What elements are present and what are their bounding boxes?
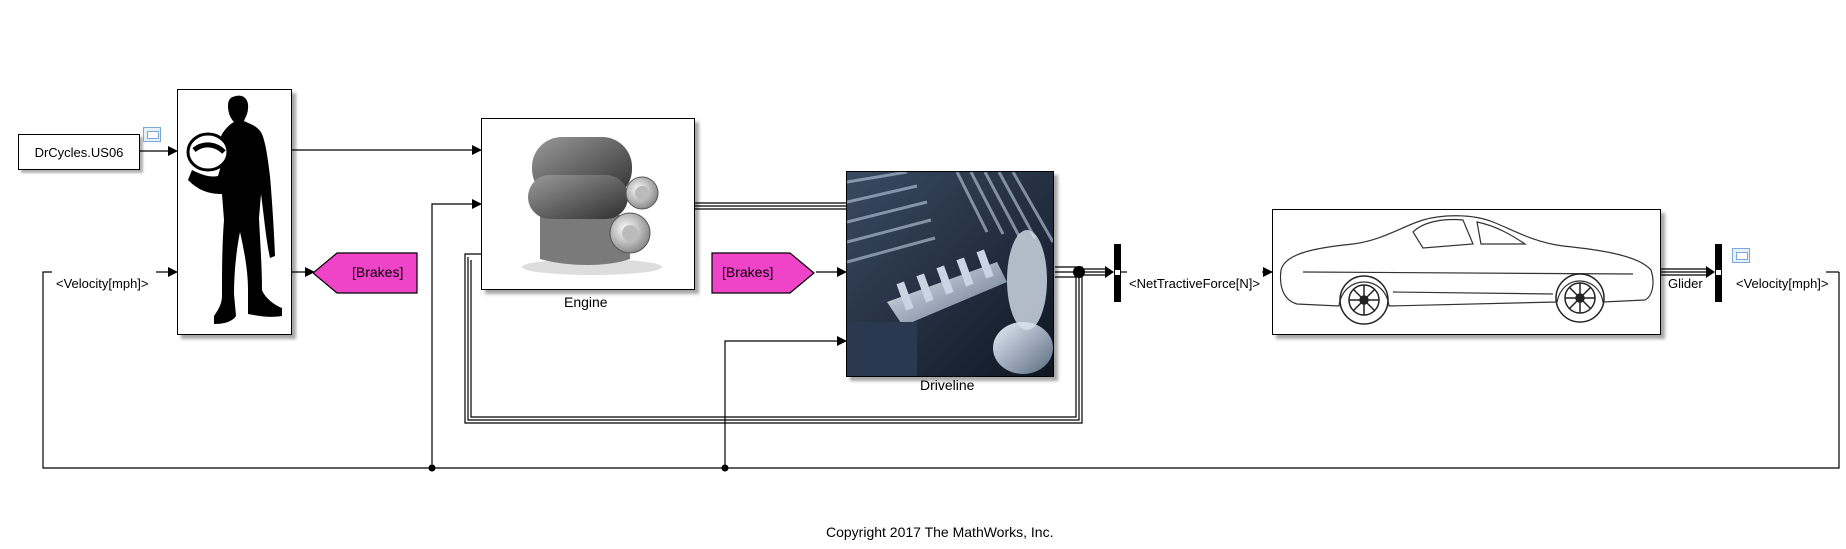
car-outline-icon [1279, 215, 1654, 325]
brakes-from-label: [Brakes] [722, 264, 774, 280]
branch-point [721, 464, 729, 472]
copyright-text: Copyright 2017 The MathWorks, Inc. [826, 524, 1054, 540]
wire-velocity-to-driveline[interactable] [724, 336, 847, 468]
driveline-block[interactable] [846, 170, 1055, 377]
glider-block[interactable] [1272, 209, 1661, 335]
bus-glider-to-output[interactable] [1661, 268, 1706, 276]
brakes-from-tag[interactable] [710, 251, 816, 295]
driver-silhouette-icon [186, 95, 282, 325]
driver-block[interactable] [177, 89, 292, 335]
wire-velocity-to-engine[interactable] [431, 199, 482, 468]
scope-icon[interactable] [143, 127, 161, 142]
branch-point [428, 464, 436, 472]
bus-selector-output[interactable] [1715, 244, 1722, 302]
driveline-label: Driveline [920, 377, 975, 393]
brakes-goto-tag[interactable] [313, 251, 419, 295]
glider-label: Glider [1668, 276, 1703, 291]
wire-velocity-loop[interactable] [42, 271, 1840, 469]
gears-icon [846, 170, 1055, 376]
brakes-goto-label: [Brakes] [352, 264, 404, 280]
velocity-output-label: <Velocity[mph]> [1736, 276, 1829, 291]
drive-cycle-block[interactable]: DrCycles.US06 [18, 134, 140, 170]
velocity-input-label: <Velocity[mph]> [56, 276, 149, 291]
bus-driveline-to-tractive[interactable] [1079, 268, 1105, 276]
bus-engine-to-driveline[interactable] [694, 202, 846, 210]
scope-icon[interactable] [1732, 248, 1750, 263]
bus-selector[interactable] [1114, 244, 1121, 302]
engine-label: Engine [564, 294, 608, 310]
tractive-force-label: <NetTractiveForce[N]> [1129, 276, 1261, 291]
bus-driveline-feedback[interactable] [464, 253, 1083, 424]
drive-cycle-label: DrCycles.US06 [34, 144, 124, 160]
engine-icon [522, 137, 662, 275]
engine-block[interactable] [481, 118, 695, 290]
